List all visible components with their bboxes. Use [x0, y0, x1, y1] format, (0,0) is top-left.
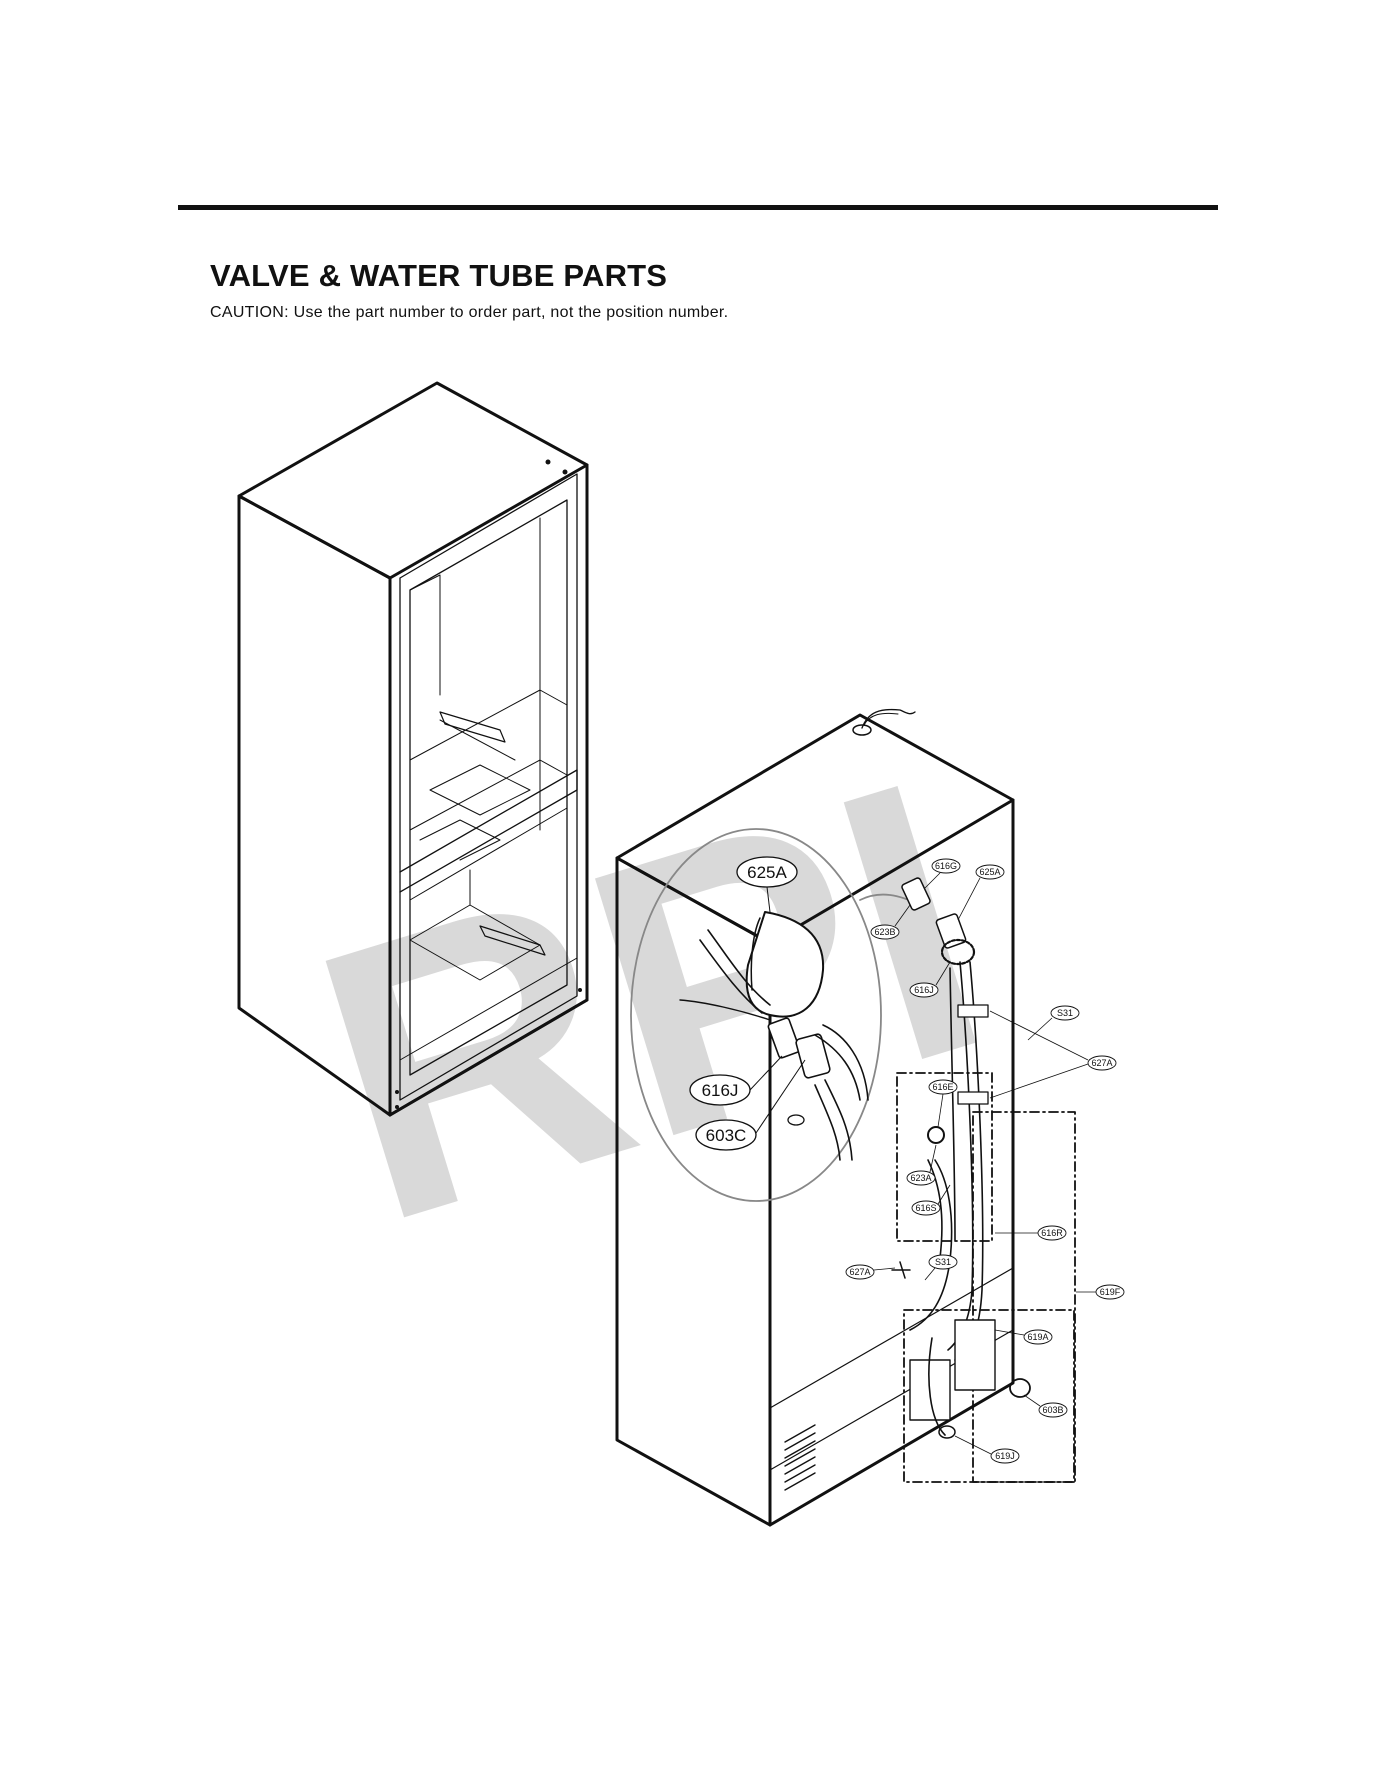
svg-text:S31: S31	[935, 1257, 951, 1267]
svg-text:616E: 616E	[932, 1082, 953, 1092]
svg-text:619A: 619A	[1027, 1332, 1048, 1342]
svg-text:623B: 623B	[874, 927, 895, 937]
callout-616g: 616G	[924, 858, 961, 889]
detail-magnifier	[630, 828, 921, 1202]
callout-616s: 616S	[911, 1184, 951, 1216]
svg-text:616R: 616R	[1041, 1228, 1063, 1238]
cabinet-rear-view	[615, 708, 1015, 1527]
callout-619f: 619F	[1076, 1284, 1125, 1300]
callout-s31-top: S31	[1027, 1005, 1080, 1041]
svg-text:616J: 616J	[914, 985, 934, 995]
callouts-small: 616G 625A 623B 616J S31 627A 616E 623A 6…	[845, 858, 1125, 1464]
callout-616r: 616R	[995, 1225, 1067, 1241]
cabinet-front-view	[237, 381, 589, 1117]
callout-616j-large: 616J	[689, 1055, 783, 1106]
callout-603c-large: 603C	[695, 1059, 806, 1151]
callout-623a: 623A	[906, 1144, 937, 1186]
watermark: RPI	[276, 697, 1025, 1304]
svg-text:619F: 619F	[1100, 1287, 1121, 1297]
svg-text:625A: 625A	[747, 863, 787, 882]
callout-616j-small: 616J	[909, 961, 951, 998]
page-title: VALVE & WATER TUBE PARTS	[210, 258, 668, 293]
callout-627a-bottom: 627A	[845, 1264, 896, 1280]
svg-text:619J: 619J	[995, 1451, 1015, 1461]
svg-text:616S: 616S	[915, 1203, 936, 1213]
callout-s31-bottom: S31	[924, 1254, 958, 1281]
svg-text:623A: 623A	[910, 1173, 931, 1183]
callout-627a-top: 627A	[989, 1010, 1117, 1099]
svg-text:625A: 625A	[979, 867, 1000, 877]
svg-text:627A: 627A	[1091, 1058, 1112, 1068]
callout-625a-small: 625A	[957, 864, 1005, 921]
watermark-text: RPI	[276, 697, 1025, 1304]
water-tube-assembly	[891, 877, 1076, 1483]
svg-text:616J: 616J	[702, 1081, 739, 1100]
caution-note: CAUTION: Use the part number to order pa…	[210, 304, 729, 321]
svg-text:616G: 616G	[935, 861, 957, 871]
callouts-large: 625A 616J 603C	[689, 856, 806, 1151]
svg-text:603C: 603C	[706, 1126, 747, 1145]
header-rule	[178, 205, 1218, 210]
svg-text:627A: 627A	[849, 1267, 870, 1277]
callout-619a: 619A	[994, 1329, 1053, 1345]
svg-text:603B: 603B	[1042, 1405, 1063, 1415]
callout-625a-large: 625A	[736, 856, 798, 913]
callout-616e: 616E	[928, 1079, 958, 1128]
callout-603b: 603B	[1023, 1394, 1068, 1418]
svg-text:S31: S31	[1057, 1008, 1073, 1018]
callout-623b: 623B	[870, 904, 911, 940]
callout-619j: 619J	[954, 1435, 1020, 1464]
